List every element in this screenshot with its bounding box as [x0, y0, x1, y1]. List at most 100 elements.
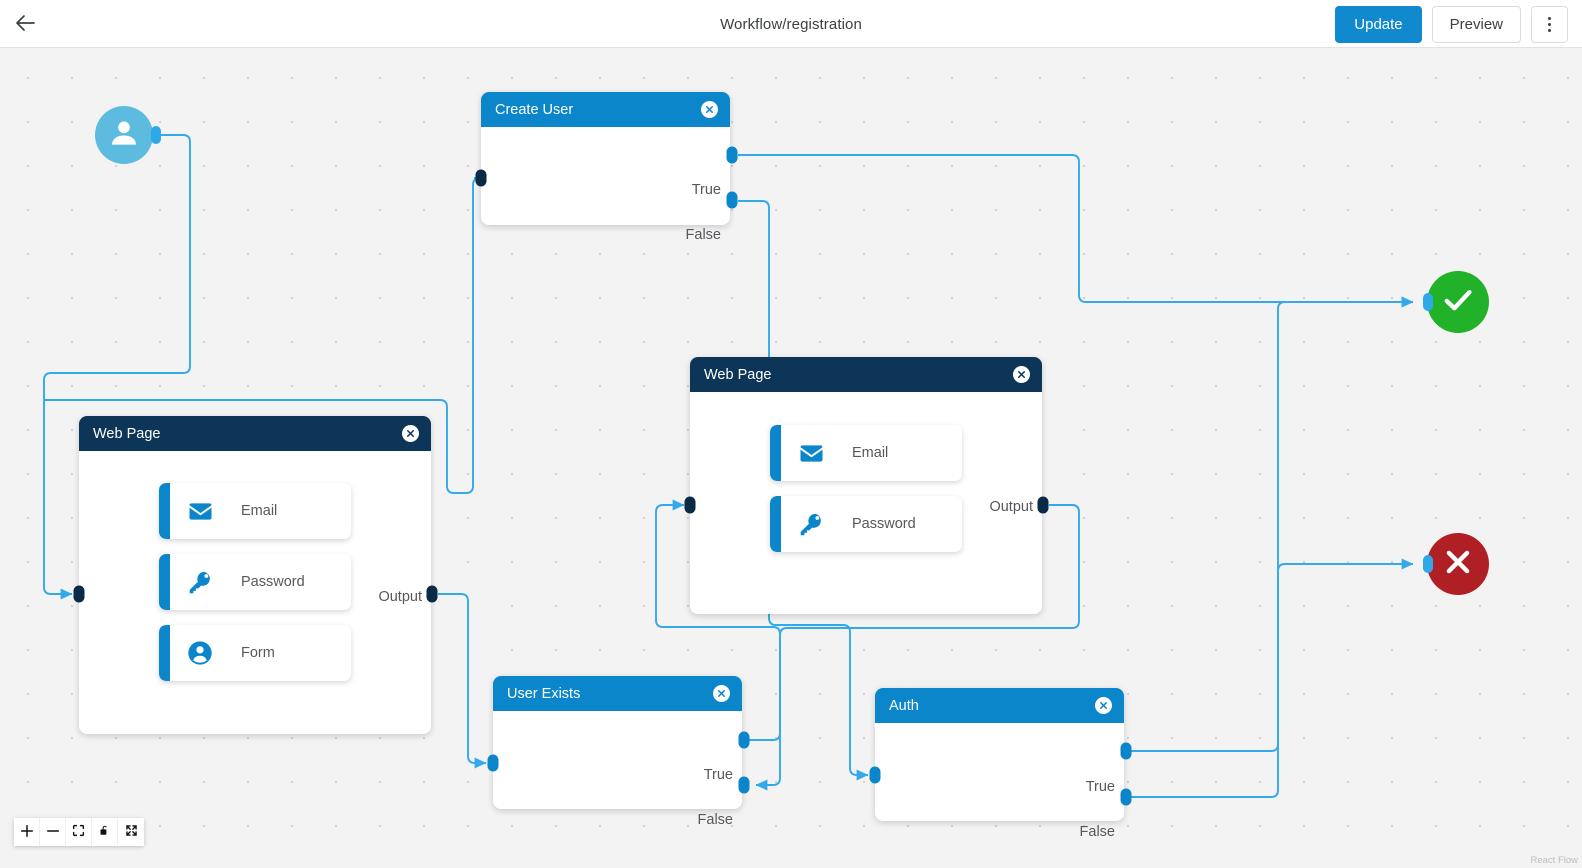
workflow-canvas[interactable]: Create User True False Web Page — [0, 48, 1582, 868]
envelope-icon — [185, 496, 215, 526]
field-label: Email — [241, 503, 278, 519]
user-exists-input-port[interactable] — [487, 754, 499, 772]
edge-auth-false-to-fail — [1131, 558, 1414, 798]
output-label-false: False — [685, 227, 721, 243]
start-node[interactable] — [95, 106, 153, 164]
node-title: Auth — [889, 697, 919, 714]
field-accent-stripe — [770, 425, 781, 481]
close-icon[interactable] — [713, 685, 730, 702]
web-page-1-output-port[interactable] — [426, 585, 438, 603]
output-label-output: Output — [378, 589, 422, 605]
kebab-menu-icon — [1548, 23, 1551, 26]
canvas-controls — [14, 818, 144, 846]
envelope-icon — [796, 438, 826, 468]
node-header: Auth — [875, 688, 1124, 723]
auth-input-port[interactable] — [869, 766, 881, 784]
field-password[interactable]: Password — [159, 554, 351, 610]
update-button[interactable]: Update — [1335, 6, 1422, 43]
top-bar-actions: Update Preview — [1335, 6, 1568, 43]
auth-output-false-port[interactable] — [1120, 788, 1132, 806]
output-label-false: False — [1079, 824, 1115, 840]
node-auth[interactable]: Auth True False — [875, 688, 1124, 840]
node-create-user[interactable]: Create User True False — [481, 92, 730, 243]
kebab-menu-icon — [1548, 29, 1551, 32]
field-label: Password — [852, 516, 916, 532]
field-password[interactable]: Password — [770, 496, 962, 552]
check-icon — [1440, 282, 1476, 323]
node-body: True False — [875, 723, 1124, 840]
edge-auth-true-to-success — [1131, 296, 1414, 752]
more-options-button[interactable] — [1531, 6, 1568, 43]
web-page-2-input-port[interactable] — [684, 496, 696, 514]
expand-icon — [125, 824, 138, 840]
user-avatar-icon — [107, 116, 141, 155]
output-label-false: False — [697, 812, 733, 828]
close-icon[interactable] — [701, 101, 718, 118]
node-body: True False — [481, 127, 730, 243]
node-body: Email Password Output — [690, 392, 1042, 552]
field-label: Password — [241, 574, 305, 590]
output-label-true: True — [703, 767, 733, 783]
field-form[interactable]: Form — [159, 625, 351, 681]
node-title: User Exists — [507, 685, 581, 702]
node-title: Web Page — [93, 425, 161, 442]
node-web-page-1[interactable]: Web Page Email — [79, 416, 431, 734]
react-flow-attribution[interactable]: React Flow — [1530, 855, 1578, 866]
node-header: Web Page — [79, 416, 431, 451]
create-user-output-true-port[interactable] — [726, 146, 738, 164]
field-accent-stripe — [159, 554, 170, 610]
person-circle-icon — [185, 638, 215, 668]
close-icon[interactable] — [1095, 697, 1112, 714]
node-header: Create User — [481, 92, 730, 127]
close-icon[interactable] — [402, 425, 419, 442]
fail-end-input-port[interactable] — [1423, 555, 1433, 573]
zoom-in-button[interactable] — [14, 818, 40, 846]
key-icon — [185, 567, 215, 597]
field-label: Form — [241, 645, 275, 661]
user-exists-output-false-port[interactable] — [738, 776, 750, 794]
back-button[interactable] — [10, 8, 42, 40]
node-header: Web Page — [690, 357, 1042, 392]
lock-button[interactable] — [92, 818, 118, 846]
edge-webpage2-to-userexists-false — [755, 504, 1080, 791]
key-icon — [796, 509, 826, 539]
end-node-fail[interactable] — [1427, 533, 1489, 595]
preview-button[interactable]: Preview — [1431, 6, 1521, 43]
edge-webpage1-to-userexists — [438, 593, 487, 769]
fit-view-icon — [72, 824, 85, 840]
create-user-input-port[interactable] — [475, 169, 487, 187]
output-label-true: True — [1085, 779, 1115, 795]
edge-start-to-webpage1 — [43, 134, 191, 600]
web-page-2-output-port[interactable] — [1037, 496, 1049, 514]
edge-createuser-true-to-success — [738, 154, 1414, 308]
edge-webpage1-to-createuser — [44, 172, 486, 494]
node-title: Web Page — [704, 366, 772, 383]
arrow-left-icon — [14, 11, 38, 38]
node-body: Email Password — [79, 451, 431, 681]
zoom-out-icon — [46, 824, 60, 841]
output-label-output: Output — [989, 499, 1033, 515]
field-email[interactable]: Email — [770, 425, 962, 481]
auth-output-true-port[interactable] — [1120, 742, 1132, 760]
close-icon[interactable] — [1013, 366, 1030, 383]
node-user-exists[interactable]: User Exists True False — [493, 676, 742, 828]
web-page-1-input-port[interactable] — [73, 585, 85, 603]
top-bar: Workflow/registration Update Preview — [0, 0, 1582, 48]
field-accent-stripe — [159, 625, 170, 681]
start-node-output-port[interactable] — [151, 126, 161, 144]
field-accent-stripe — [770, 496, 781, 552]
end-node-success[interactable] — [1427, 271, 1489, 333]
create-user-output-false-port[interactable] — [726, 191, 738, 209]
zoom-in-icon — [20, 824, 34, 841]
node-web-page-2[interactable]: Web Page Email — [690, 357, 1042, 614]
zoom-out-button[interactable] — [40, 818, 66, 846]
expand-button[interactable] — [118, 818, 144, 846]
success-end-input-port[interactable] — [1423, 293, 1433, 311]
node-header: User Exists — [493, 676, 742, 711]
edge-createuser-false-to-webpage2 — [738, 200, 869, 781]
field-email[interactable]: Email — [159, 483, 351, 539]
kebab-menu-icon — [1548, 17, 1551, 20]
user-exists-output-true-port[interactable] — [738, 731, 750, 749]
lock-icon — [98, 824, 111, 840]
fit-view-button[interactable] — [66, 818, 92, 846]
